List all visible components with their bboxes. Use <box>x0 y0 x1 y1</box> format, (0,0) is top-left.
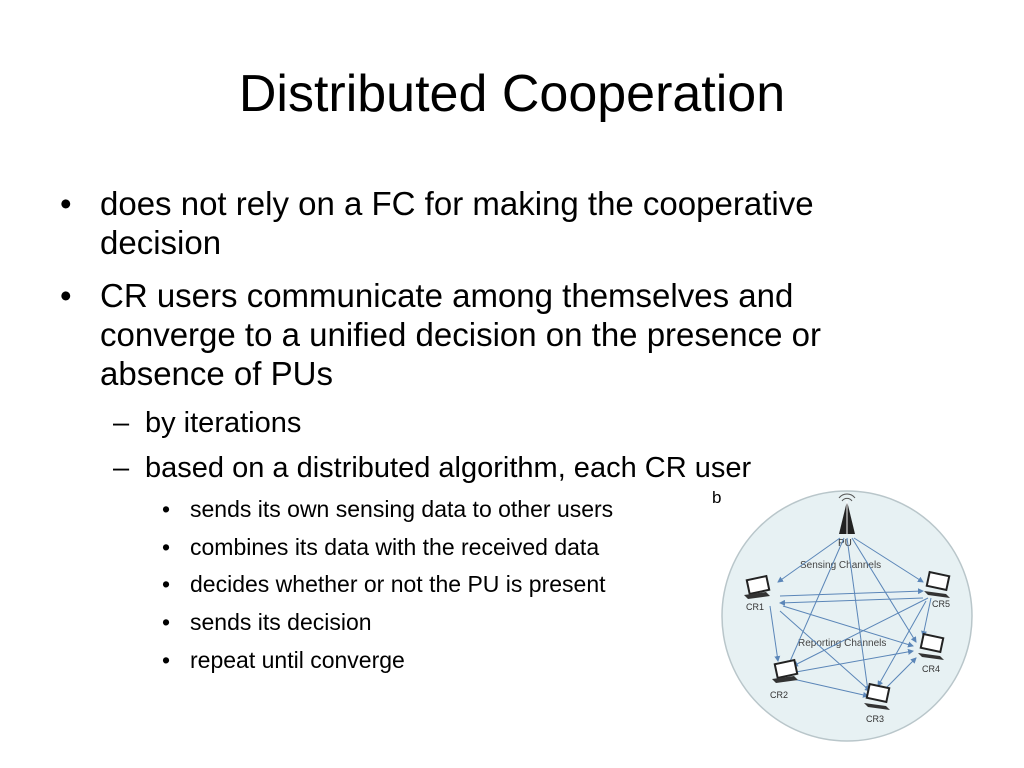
sub-sub-bullet-3: • decides whether or not the PU is prese… <box>162 570 606 598</box>
sub-sub-bullet-3-text: decides whether or not the PU is present <box>190 571 606 597</box>
node-label-cr4: CR4 <box>922 664 940 674</box>
superscript-marker: b <box>712 488 722 507</box>
laptop-icon-cr5 <box>924 570 951 598</box>
bullet-dot: • <box>162 609 171 635</box>
bullet-1-line-1: does not rely on a FC for making the coo… <box>100 185 814 222</box>
sub-sub-bullet-1: • sends its own sensing data to other us… <box>162 495 613 523</box>
bullet-dot: • <box>60 277 72 314</box>
bullet-dot: • <box>60 185 72 222</box>
sub-sub-bullet-4-text: sends its decision <box>190 609 372 635</box>
laptop-icon-cr1 <box>744 574 771 599</box>
sub-sub-bullet-1-text: sends its own sensing data to other user… <box>190 496 614 522</box>
slide-title: Distributed Cooperation <box>238 65 786 123</box>
sub-sub-bullet-5: • repeat until converge <box>162 646 405 674</box>
bullet-2-line-2: converge to a unified decision on the pr… <box>100 316 821 353</box>
dash-marker: – <box>113 407 130 439</box>
bullet-dot: • <box>162 496 171 522</box>
node-label-cr3: CR3 <box>866 714 884 724</box>
bullet-2-line-3: absence of PUs <box>100 355 333 392</box>
bullet-dot: • <box>162 534 171 560</box>
reporting-channels-label: Reporting Channels <box>798 638 886 649</box>
node-label-cr5: CR5 <box>932 599 950 609</box>
sub-bullet-2-text: based on a distributed algorithm, each C… <box>145 452 752 484</box>
sub-bullet-1-text: by iterations <box>145 407 302 439</box>
sub-sub-bullet-2-text: combines its data with the received data <box>190 534 600 560</box>
sub-sub-bullet-4: • sends its decision <box>162 608 372 636</box>
dash-marker: – <box>113 452 130 484</box>
sensing-channels-label: Sensing Channels <box>800 560 881 571</box>
laptop-icon-cr4 <box>918 632 945 660</box>
bullet-1-line-2: decision <box>100 224 222 261</box>
bullet-dot: • <box>162 647 171 673</box>
sub-sub-bullet-5-text: repeat until converge <box>190 647 405 673</box>
pu-label: PU <box>838 538 852 549</box>
laptop-icon-cr2 <box>772 658 799 683</box>
bullet-dot: • <box>162 571 171 597</box>
node-label-cr1: CR1 <box>746 602 764 612</box>
sub-sub-bullet-2: • combines its data with the received da… <box>162 533 599 561</box>
bullet-2-line-1: CR users communicate among themselves an… <box>100 277 794 314</box>
reporting-arrows <box>769 588 932 698</box>
sub-bullet-1: – by iterations <box>113 406 301 440</box>
node-label-cr2: CR2 <box>770 690 788 700</box>
cooperative-network-diagram: PU Sensing Channels Reporting Channels C… <box>721 490 973 742</box>
pu-tower-icon <box>838 493 856 534</box>
laptop-icon-cr3 <box>864 682 891 710</box>
sub-bullet-2: – based on a distributed algorithm, each… <box>113 451 751 485</box>
